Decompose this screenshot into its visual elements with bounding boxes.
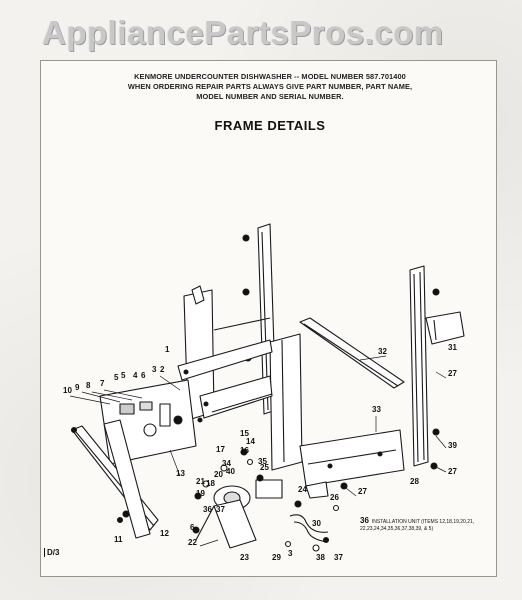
callout-29: 29 bbox=[272, 553, 281, 562]
callout-3: 3 bbox=[152, 365, 157, 374]
callout-18: 18 bbox=[206, 479, 215, 488]
callout-31: 31 bbox=[448, 343, 457, 352]
callout-36: 36 bbox=[203, 505, 212, 514]
callout-32: 32 bbox=[378, 347, 387, 356]
callout-19: 19 bbox=[196, 489, 205, 498]
callout-1: 1 bbox=[165, 345, 170, 354]
callout-27: 27 bbox=[448, 369, 457, 378]
diagonal-brace bbox=[299, 317, 405, 389]
callout-38: 38 bbox=[316, 553, 325, 562]
main-frame bbox=[177, 285, 303, 471]
callout-3: 3 bbox=[288, 549, 293, 558]
callout-2: 2 bbox=[160, 365, 165, 374]
callout-21: 21 bbox=[196, 477, 205, 486]
page-title: FRAME DETAILS bbox=[214, 118, 326, 133]
callout-27: 27 bbox=[448, 467, 457, 476]
watermark: AppliancePartsPros.com bbox=[42, 14, 444, 51]
callout-35: 35 bbox=[258, 457, 267, 466]
callout-28: 28 bbox=[410, 477, 419, 486]
bracket-31 bbox=[425, 311, 465, 345]
callout-6: 6 bbox=[190, 523, 195, 532]
callout-14: 14 bbox=[246, 437, 255, 446]
header-line-1: KENMORE UNDERCOUNTER DISHWASHER -- MODEL… bbox=[134, 72, 406, 81]
callout-13: 13 bbox=[176, 469, 185, 478]
callout-37: 37 bbox=[216, 505, 225, 514]
callout-33: 33 bbox=[372, 405, 381, 414]
callout-22: 22 bbox=[188, 538, 197, 547]
callout-24: 24 bbox=[298, 485, 307, 494]
callout-12: 12 bbox=[160, 529, 169, 538]
leader-lines bbox=[69, 355, 447, 547]
header-line-2: WHEN ORDERING REPAIR PARTS ALWAYS GIVE P… bbox=[127, 82, 413, 91]
callout-20: 20 bbox=[214, 470, 223, 479]
motor-assembly bbox=[195, 479, 329, 549]
page-number: D/3 bbox=[44, 548, 59, 557]
callout-39: 39 bbox=[448, 441, 457, 450]
callout-9: 9 bbox=[75, 383, 80, 392]
callout-23: 23 bbox=[240, 553, 249, 562]
callout-4: 4 bbox=[133, 371, 138, 380]
callout-40: 40 bbox=[226, 467, 235, 476]
callout-10: 10 bbox=[63, 386, 72, 395]
callout-15: 15 bbox=[240, 429, 249, 438]
right-vertical-rail bbox=[409, 265, 440, 470]
header-line-3: MODEL NUMBER AND SERIAL NUMBER. bbox=[196, 92, 344, 101]
callout-17: 17 bbox=[216, 445, 225, 454]
callout-5: 5 bbox=[121, 371, 126, 380]
base-plate bbox=[299, 429, 405, 487]
installation-note-text: INSTALLATION UNIT (ITEMS 12,18,19,20,21,… bbox=[360, 519, 475, 532]
callout-7: 7 bbox=[100, 379, 105, 388]
small-parts bbox=[70, 426, 348, 552]
callout-16: 16 bbox=[240, 446, 249, 455]
callout-11: 11 bbox=[114, 535, 123, 544]
callout-34: 34 bbox=[222, 459, 231, 468]
callout-6: 6 bbox=[141, 371, 146, 380]
callout-30: 30 bbox=[312, 519, 321, 528]
installation-note-number: 36 bbox=[360, 516, 369, 525]
callout-26: 26 bbox=[330, 493, 339, 502]
callout-37: 37 bbox=[334, 553, 343, 562]
callout-8: 8 bbox=[86, 381, 91, 390]
callout-5: 5 bbox=[114, 373, 119, 382]
callout-25: 25 bbox=[260, 463, 269, 472]
callout-27: 27 bbox=[358, 487, 367, 496]
lower-panel-12 bbox=[103, 419, 151, 539]
